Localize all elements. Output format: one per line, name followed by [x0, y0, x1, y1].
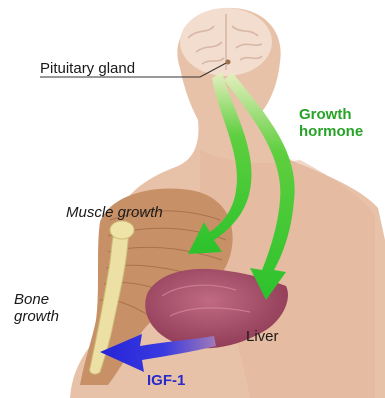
- label-growth-hormone: Growth hormone: [299, 106, 363, 141]
- label-muscle-growth: Muscle growth: [66, 204, 163, 221]
- label-bone-growth-line2: growth: [14, 308, 59, 325]
- label-bone-growth-line1: Bone: [14, 291, 59, 308]
- label-bone-growth: Bone growth: [14, 291, 59, 326]
- label-growth-hormone-line2: hormone: [299, 123, 363, 140]
- label-liver: Liver: [246, 328, 279, 345]
- label-growth-hormone-line1: Growth: [299, 106, 363, 123]
- pituitary-gland-dot: [226, 60, 231, 65]
- label-pituitary-gland: Pituitary gland: [40, 60, 135, 77]
- label-igf1: IGF-1: [147, 372, 185, 389]
- shoulder-joint: [110, 221, 134, 239]
